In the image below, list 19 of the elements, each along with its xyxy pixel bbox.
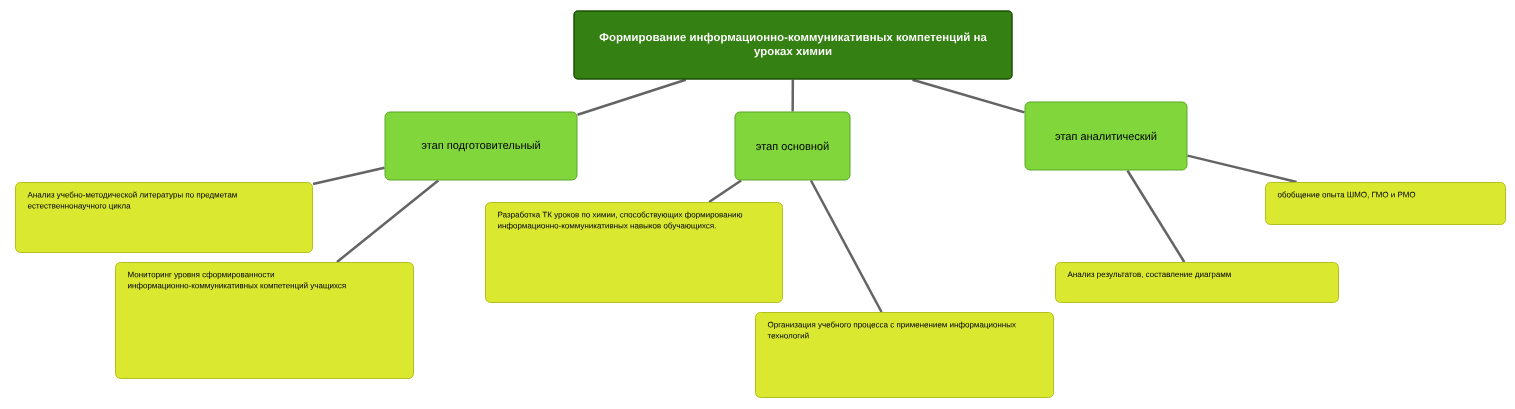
task-box: обобщение опыта ШМО, ГМО и РМО <box>1265 182 1506 225</box>
connector-line <box>809 179 883 313</box>
task-box: Анализ учебно-методической литературы по предметам естественнонаучного цикла <box>15 182 313 253</box>
task-box: Организация учебного процесса с применением информационных технологий <box>755 312 1054 398</box>
task-box: Разработка ТК уроков по химии, способствующих формированию информационно-коммуникативных навыков обучающихся. <box>485 202 783 303</box>
connector-line <box>708 179 742 204</box>
connector-line <box>312 166 385 186</box>
connector-line <box>577 78 687 116</box>
task-box: Анализ результатов, составление диаграмм <box>1055 262 1339 303</box>
connector-line <box>791 79 795 112</box>
connector-line <box>336 179 440 263</box>
stage-box: этап аналитический <box>1024 101 1188 171</box>
connector-line <box>1187 154 1297 184</box>
connector-line <box>912 78 1025 114</box>
task-box: Мониторинг уровня сформированности информационно-коммуникативных компетенций учащихся <box>115 262 414 379</box>
title-box: Формирование информационно-коммуникативных компетенций на уроках химии <box>573 10 1013 80</box>
stage-box: этап основной <box>734 111 851 181</box>
connector-line <box>1126 169 1186 263</box>
stage-box: этап подготовительный <box>384 111 578 181</box>
